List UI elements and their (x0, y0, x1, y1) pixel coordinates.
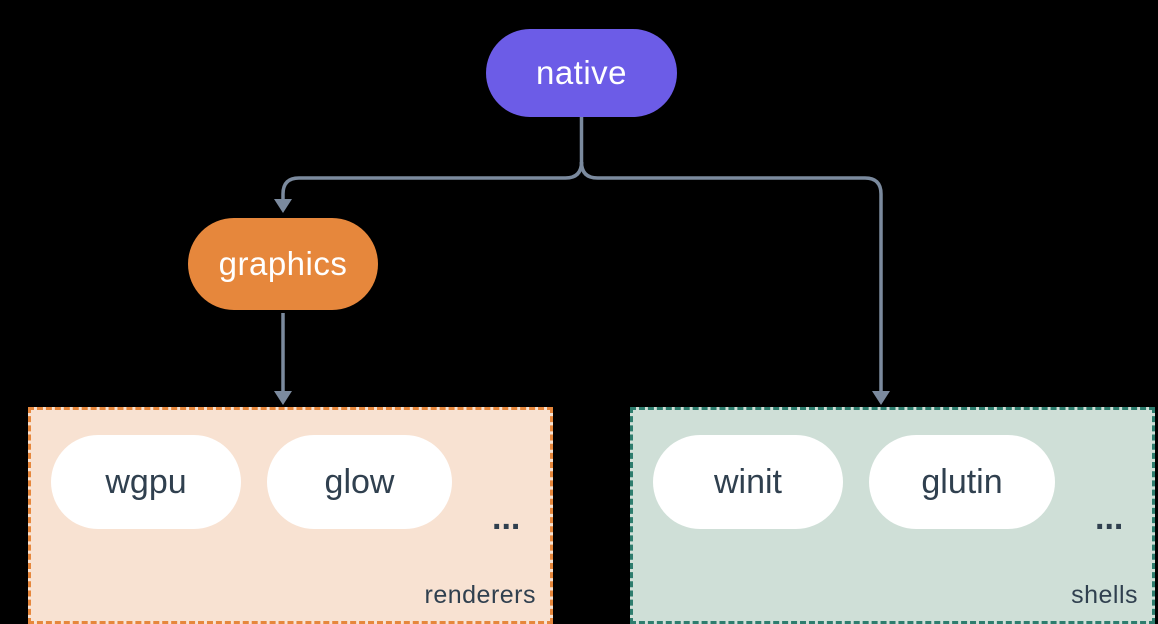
group-renderers-label: renderers (424, 581, 536, 609)
renderers-ellipsis: ... (492, 498, 521, 537)
group-renderers: wgpu glow ... renderers (28, 407, 553, 624)
arrowhead-renderers (274, 391, 292, 405)
node-glow: glow (267, 435, 452, 529)
node-glutin: glutin (869, 435, 1055, 529)
node-graphics: graphics (188, 218, 378, 310)
group-shells-label: shells (1071, 581, 1138, 609)
group-shells: winit glutin ... shells (630, 407, 1155, 624)
node-graphics-label: graphics (218, 245, 348, 282)
edge-native-graphics (281, 161, 584, 199)
arrowhead-shells (872, 391, 890, 405)
node-winit-label: winit (713, 462, 783, 501)
edge-native-shells (579, 161, 883, 391)
node-native: native (486, 29, 677, 117)
node-winit: winit (653, 435, 843, 529)
shells-ellipsis: ... (1095, 498, 1124, 537)
node-wgpu-label: wgpu (105, 462, 187, 501)
node-wgpu: wgpu (51, 435, 241, 529)
node-native-label: native (535, 54, 628, 91)
node-glutin-label: glutin (921, 462, 1003, 501)
node-glow-label: glow (324, 462, 395, 501)
arrowhead-graphics (274, 199, 292, 213)
